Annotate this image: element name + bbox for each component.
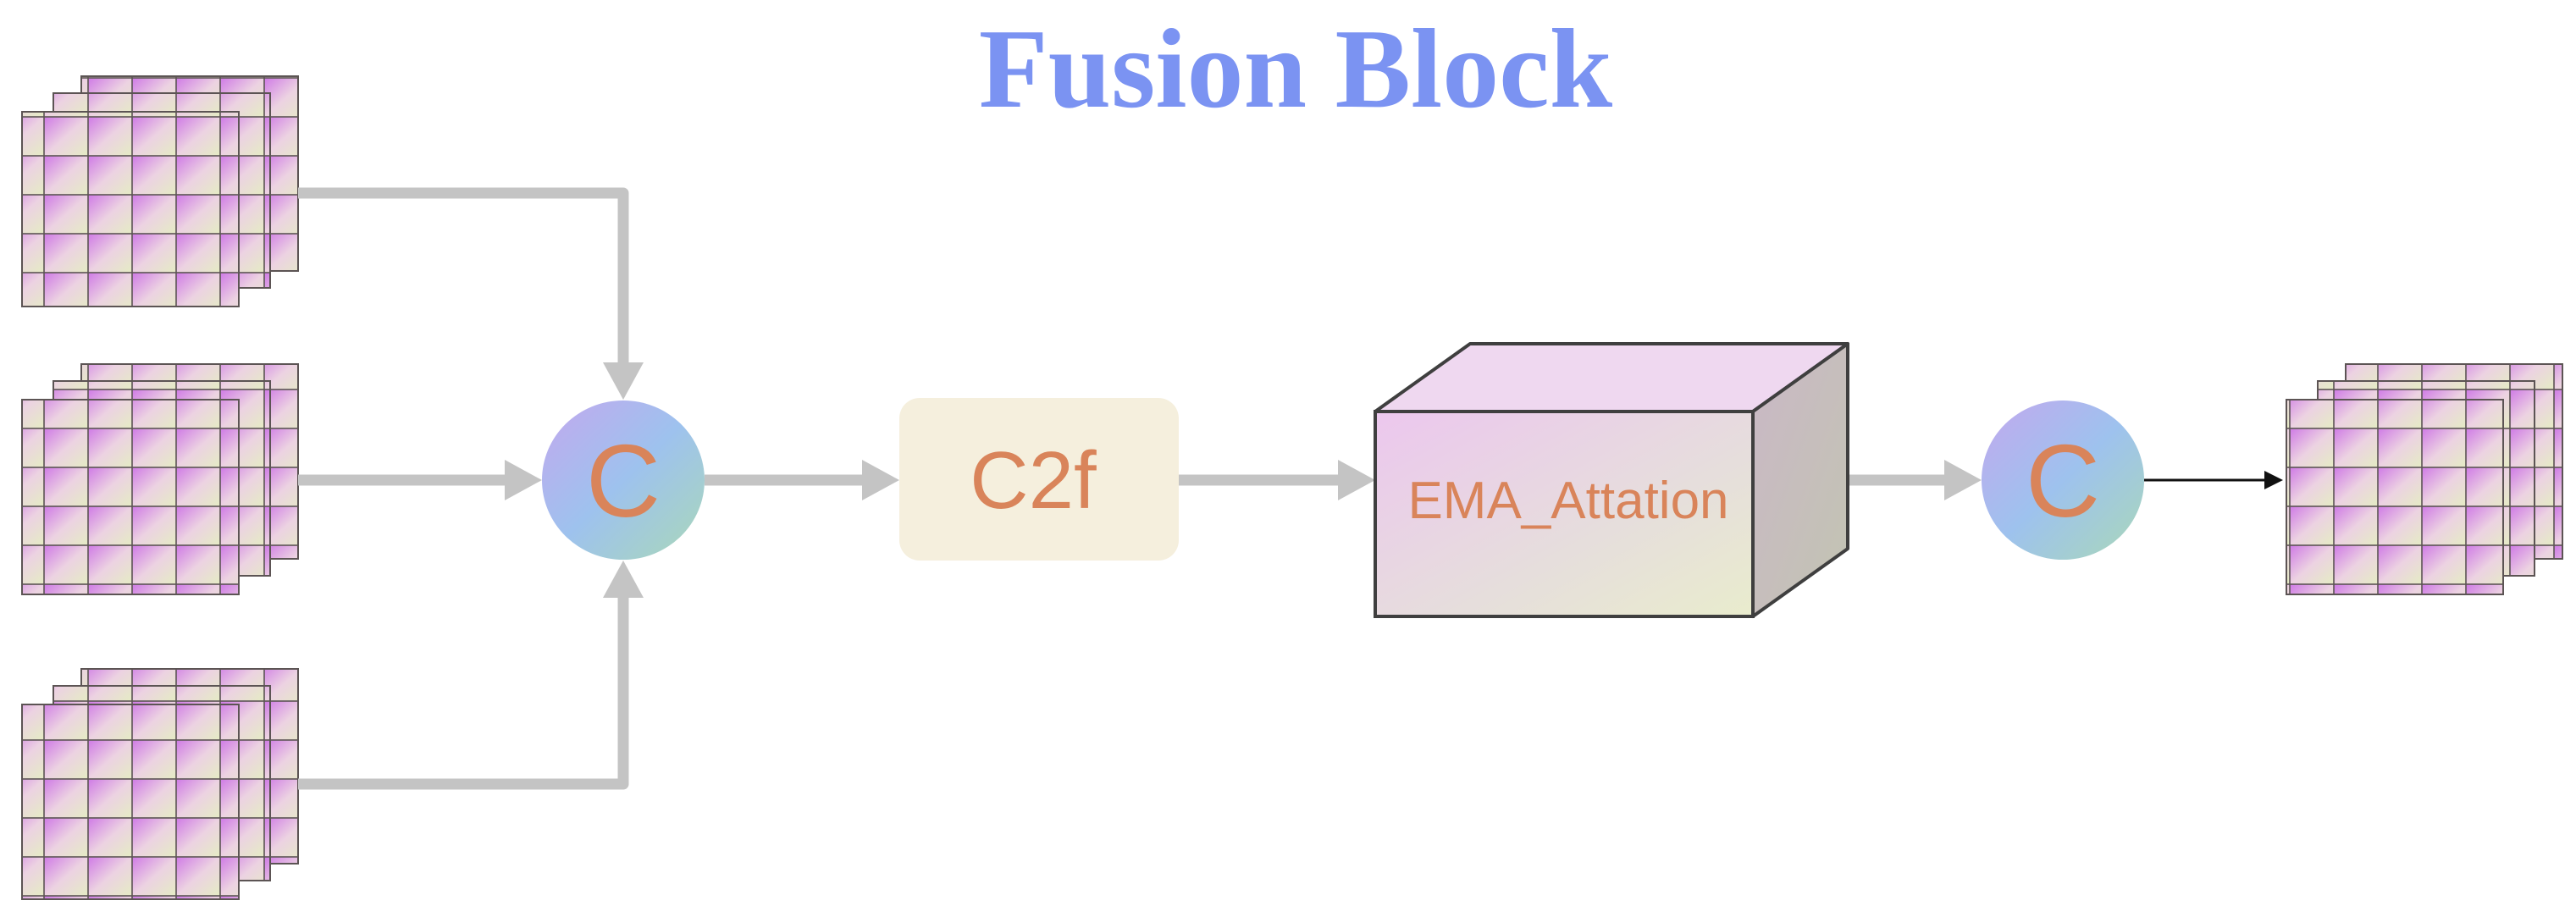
- concat-node-right: C: [1982, 400, 2144, 560]
- input-feature-stack-bottom: [21, 668, 299, 900]
- c2f-block: C2f: [899, 398, 1179, 561]
- arrow-concat-to-c2f: [705, 460, 899, 500]
- input-feature-stack-top: [21, 75, 299, 307]
- output-feature-stack: [2286, 363, 2563, 595]
- ema-attention-label: EMA_Attation: [1407, 472, 1728, 530]
- arrow-ema-to-concat: [1849, 460, 1982, 500]
- arrow-top-input-to-concat: [298, 187, 644, 400]
- arrow-bottom-input-to-concat: [298, 561, 644, 790]
- c2f-block-label: C2f: [970, 435, 1097, 526]
- concat-node-left: C: [542, 400, 705, 560]
- input-feature-stack-middle: [21, 363, 299, 595]
- diagram-title: Fusion Block: [979, 6, 1613, 131]
- concat-node-left-label: C: [586, 423, 661, 539]
- arrow-concat-to-output: [2144, 471, 2283, 489]
- ema-attention-cube: EMA_Attation: [1374, 342, 1849, 618]
- arrow-c2f-to-ema: [1179, 460, 1375, 500]
- concat-node-right-label: C: [2026, 423, 2100, 539]
- arrow-middle-input-to-concat: [298, 460, 542, 500]
